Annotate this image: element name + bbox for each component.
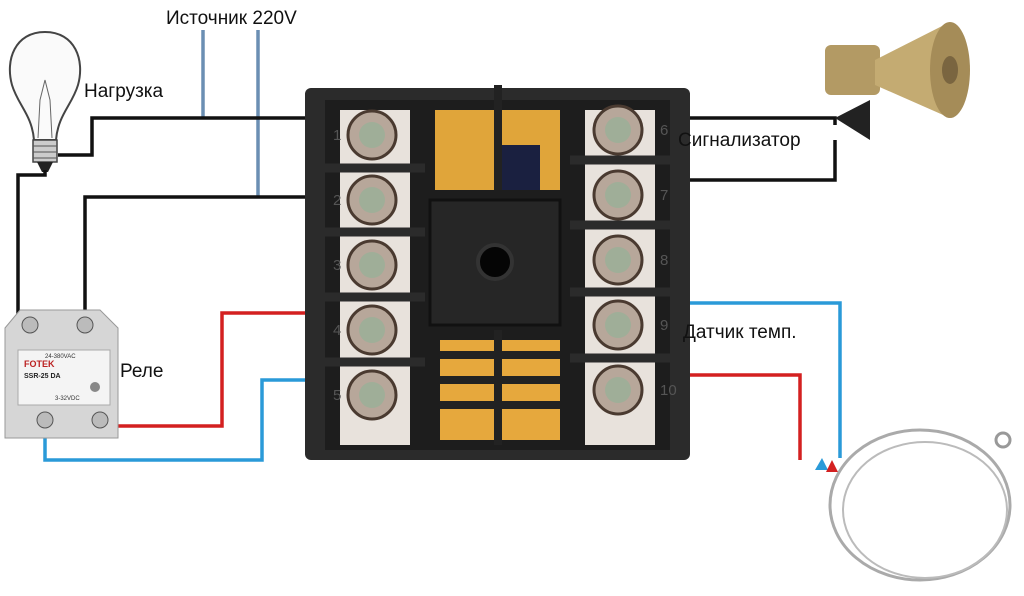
relay-brand: FOTEK: [24, 359, 55, 369]
label-load: Нагрузка: [84, 81, 164, 102]
label-alarm: Сигнализатор: [678, 130, 801, 151]
screw-head: [359, 187, 385, 213]
label-sensor: Датчик темп.: [683, 322, 797, 343]
terminal-number: 7: [660, 187, 668, 204]
terminal-number: 5: [333, 387, 341, 404]
relay-load-rating: 24-380VAC: [45, 354, 76, 360]
label-relay: Реле: [120, 361, 164, 382]
screw-head: [605, 247, 631, 273]
terminal-number: 3: [333, 257, 341, 274]
wire-terminal-7-to-alarm: [640, 140, 837, 182]
terminal-number: 9: [660, 317, 668, 334]
terminal-number: 6: [660, 122, 668, 139]
alarm-horn-icon: [825, 22, 970, 140]
terminal-number: 10: [660, 382, 677, 399]
terminal-number: 1: [333, 127, 341, 144]
wire-terminal-9-to-sensor: [645, 301, 842, 458]
wire-relay-red-to-terminal-4: [108, 311, 352, 428]
wire-relay-to-terminal-2: [83, 195, 352, 318]
screw-head: [605, 182, 631, 208]
temperature-sensor-icon: [815, 428, 1012, 582]
solid-state-relay: FOTEK SSR-25 DA 24-380VAC 3-32VDC: [4, 309, 119, 439]
screw-head: [359, 252, 385, 278]
terminal-number: 2: [333, 192, 341, 209]
screw-head: [359, 122, 385, 148]
screw-head: [605, 377, 631, 403]
screw-head: [605, 117, 631, 143]
wire-lamp-to-terminal-1: [58, 116, 352, 157]
screw-head: [359, 317, 385, 343]
wires: [16, 30, 842, 462]
screw-head: [605, 312, 631, 338]
relay-input-rating: 3-32VDC: [55, 396, 80, 402]
relay-model: SSR-25 DA: [24, 373, 61, 380]
screw-head: [359, 382, 385, 408]
wire-lamp-to-relay: [16, 170, 47, 318]
label-source: Источник 220V: [166, 8, 297, 29]
terminal-number: 4: [333, 322, 341, 339]
lamp-icon: [8, 30, 82, 172]
wire-terminal-10-to-sensor: [640, 373, 802, 460]
controller-socket: 1 2 3 4 5 6 7 8 9 10: [305, 85, 690, 460]
terminal-number: 8: [660, 252, 668, 269]
wire-relay-blue-to-terminal-5: [43, 378, 352, 462]
